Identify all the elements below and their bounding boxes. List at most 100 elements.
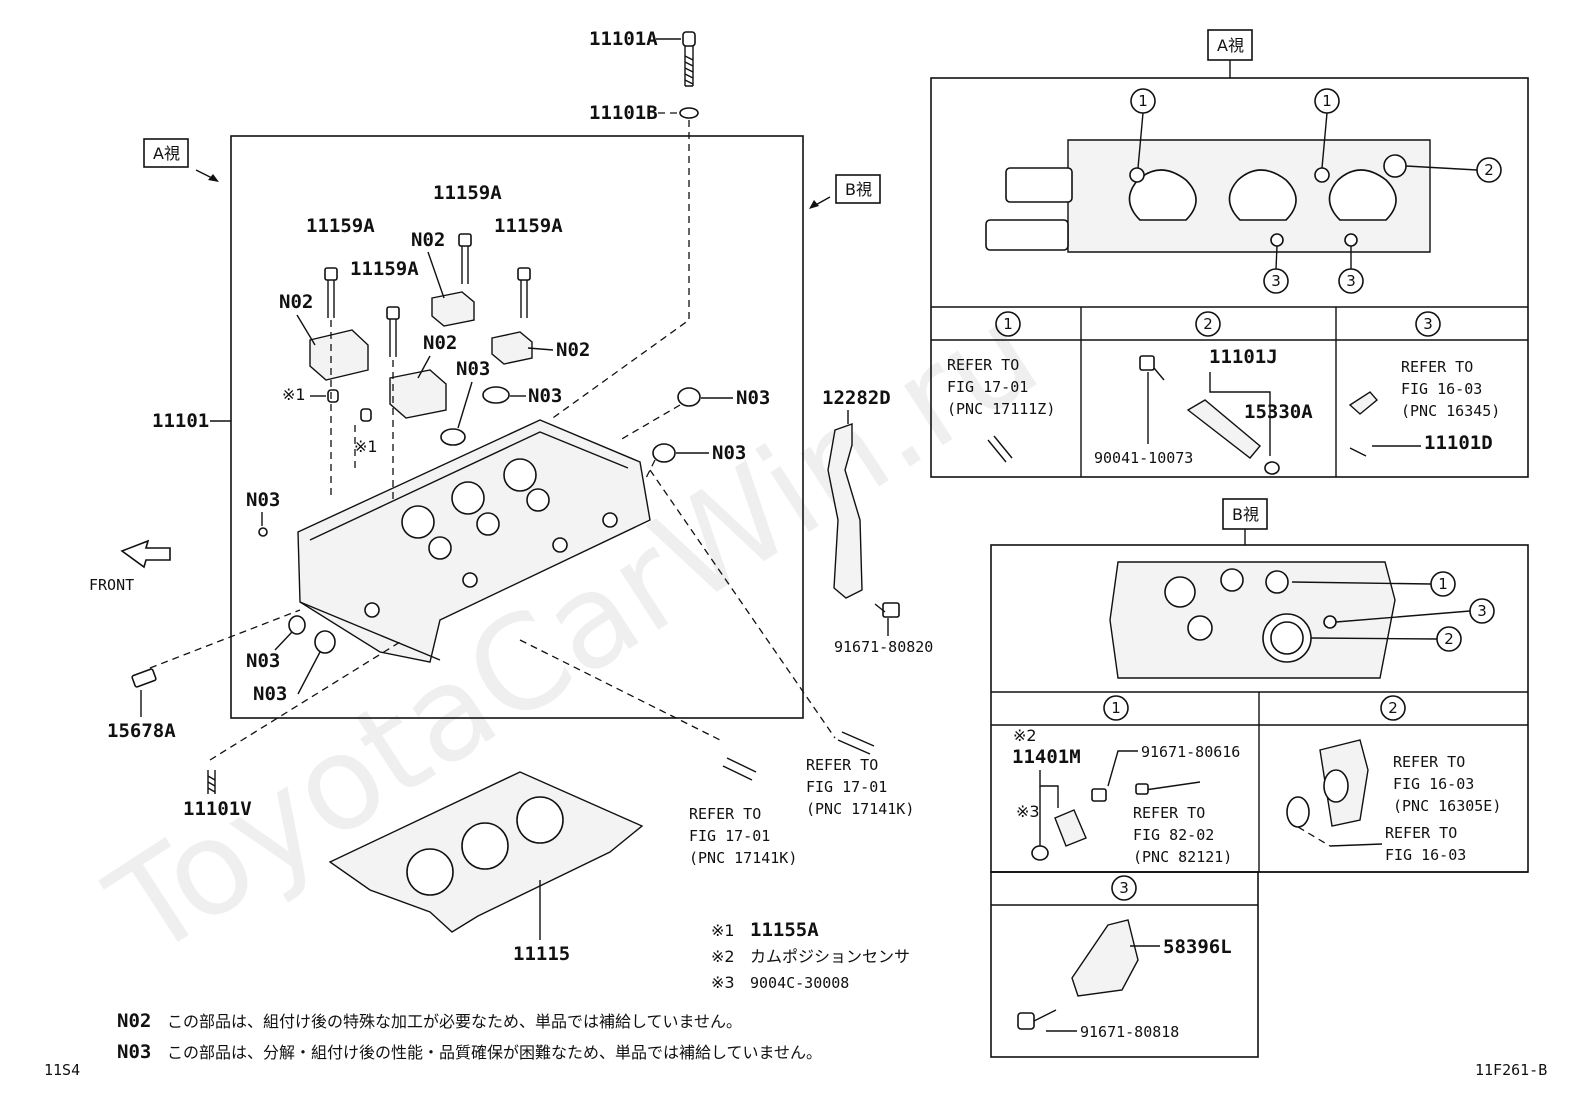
svg-text:9004C-30008: 9004C-30008 [750, 974, 849, 992]
part-11159A-1: 11159A [306, 215, 375, 237]
part-11401M: 11401M [1012, 746, 1081, 768]
n03-7: N03 [253, 683, 287, 705]
svg-text:FIG 16-03: FIG 16-03 [1385, 846, 1466, 864]
part-90041-10073: 90041-10073 [1094, 449, 1193, 467]
svg-text:(PNC 16305E): (PNC 16305E) [1393, 797, 1501, 815]
sensor-wire [1144, 781, 1201, 791]
svg-text:REFER TO: REFER TO [1133, 804, 1205, 822]
bracket-view-a-sub3 [1348, 391, 1379, 415]
svg-text:REFER TO: REFER TO [689, 805, 761, 823]
part-15330A: 15330A [1244, 401, 1313, 423]
svg-text:3: 3 [1271, 272, 1281, 290]
svg-text:1: 1 [1438, 575, 1448, 593]
plug-n03-3 [677, 387, 701, 407]
page-code-left: 11S4 [44, 1061, 80, 1079]
n03-5: N03 [246, 489, 280, 511]
view-b-sub1-num: 1 [1111, 699, 1121, 717]
svg-text:この部品は、組付け後の特殊な加工が必要なため、単品では補給し: この部品は、組付け後の特殊な加工が必要なため、単品では補給していません。 [167, 1012, 742, 1031]
svg-text:FIG 16-03: FIG 16-03 [1393, 775, 1474, 793]
part-12282D: 12282D [822, 387, 891, 409]
svg-text:REFER TO: REFER TO [806, 756, 878, 774]
view-b-sub2-refer-b: REFER TO FIG 16-03 [1385, 824, 1466, 864]
dowel-2 [360, 408, 372, 422]
svg-text:(PNC 16345): (PNC 16345) [1401, 402, 1500, 420]
cam-bolts [324, 233, 531, 357]
svg-text:FIG 16-03: FIG 16-03 [1401, 380, 1482, 398]
seal-n03-7 [314, 630, 336, 654]
part-11101D: 11101D [1424, 432, 1493, 454]
view-a-sub1-refer: REFER TO FIG 17-01 (PNC 17111Z) [947, 356, 1055, 418]
footnotes: ※1 11155A ※2 カムポジションセンサ ※3 9004C-30008 N… [117, 919, 910, 1063]
svg-text:REFER TO: REFER TO [1385, 824, 1457, 842]
n02-2: N02 [411, 229, 445, 251]
oil-control-valve-15330A [1186, 399, 1261, 459]
front-arrow-icon [120, 539, 171, 569]
seal-n03-6 [288, 615, 306, 635]
part-11101J: 11101J [1209, 346, 1278, 368]
svg-text:(PNC 82121): (PNC 82121) [1133, 848, 1232, 866]
n03-1: N03 [456, 358, 490, 380]
view-b-star2: ※2 [1013, 726, 1037, 745]
refer-text-b: REFER TO FIG 17-01 (PNC 17141K) [689, 805, 797, 867]
view-b-sub2-num: 2 [1388, 699, 1398, 717]
part-91671-80818: 91671-80818 [1080, 1023, 1179, 1041]
part-11101B: 11101B [589, 102, 658, 124]
svg-text:(PNC 17141K): (PNC 17141K) [689, 849, 797, 867]
n02-4: N02 [556, 339, 590, 361]
bracket-12282D [827, 423, 863, 599]
view-a-title: A視 [1217, 36, 1244, 55]
front-label: FRONT [89, 576, 134, 594]
view-a-sub3-refer: REFER TO FIG 16-03 (PNC 16345) [1401, 358, 1500, 420]
svg-text:REFER TO: REFER TO [1393, 753, 1465, 771]
part-11101A: 11101A [589, 28, 658, 50]
svg-text:FIG 17-01: FIG 17-01 [806, 778, 887, 796]
svg-text:1: 1 [1322, 92, 1332, 110]
svg-text:11155A: 11155A [750, 919, 819, 941]
view-b-title: B視 [1232, 505, 1259, 524]
bolt-15678A [131, 668, 157, 688]
part-91671-80616: 91671-80616 [1141, 743, 1240, 761]
stud-view-a-sub1 [987, 435, 1013, 463]
view-b-star3: ※3 [1016, 802, 1040, 821]
part-91671-80820: 91671-80820 [834, 638, 933, 656]
svg-text:カムポジションセンサ: カムポジションセンサ [750, 947, 910, 966]
cam-position-sensor-11401M [1054, 809, 1087, 847]
svg-text:FIG 17-01: FIG 17-01 [689, 827, 770, 845]
n03-6: N03 [246, 650, 280, 672]
part-11115: 11115 [513, 943, 570, 965]
part-58396L: 58396L [1163, 936, 1232, 958]
view-b-tag-box [835, 174, 881, 204]
stud-right-1 [837, 731, 875, 755]
view-b-sub3-num: 3 [1119, 879, 1129, 897]
cam-caps [309, 291, 533, 419]
svg-text:N02: N02 [117, 1010, 151, 1032]
cylinder-head-11101 [297, 419, 651, 663]
view-b-panel: B視 1 3 2 1 ※2 11401M ※3 91671-8 [990, 498, 1529, 1058]
view-a-panel: A視 1 1 2 3 3 1 REFER T [930, 29, 1529, 478]
stud-right-2 [722, 757, 757, 781]
svg-text:(PNC 17111Z): (PNC 17111Z) [947, 400, 1055, 418]
view-a-sub2-num: 2 [1203, 315, 1213, 333]
bracket-58396L [1071, 919, 1139, 997]
part-11101: 11101 [152, 410, 209, 432]
svg-text:FIG 82-02: FIG 82-02 [1133, 826, 1214, 844]
bolt-11101A-head [682, 31, 696, 47]
svg-text:3: 3 [1477, 602, 1487, 620]
svg-text:2: 2 [1484, 161, 1494, 179]
svg-text:REFER TO: REFER TO [947, 356, 1019, 374]
part-11101V: 11101V [183, 798, 252, 820]
star1-b: ※1 [354, 437, 378, 456]
page-code-right: 11F261-B [1475, 1061, 1547, 1079]
part-11159A-2: 11159A [433, 182, 502, 204]
n03-4: N03 [712, 442, 746, 464]
n03-3: N03 [736, 387, 770, 409]
refer-text-a: REFER TO FIG 17-01 (PNC 17141K) [806, 756, 914, 818]
view-a-sub3-num: 3 [1423, 315, 1433, 333]
main-assembly: A視 B視 FRONT 11101A 11101B 11159 [89, 28, 933, 965]
seal-n03-2 [482, 386, 510, 404]
view-a-sub1-num: 1 [1003, 315, 1013, 333]
view-b-sub1-refer: REFER TO FIG 82-02 (PNC 82121) [1133, 804, 1232, 866]
svg-text:この部品は、分解・組付け後の性能・品質確保が困難なため、単品: この部品は、分解・組付け後の性能・品質確保が困難なため、単品では補給していません… [167, 1043, 822, 1062]
svg-text:FIG 17-01: FIG 17-01 [947, 378, 1028, 396]
plug-n03-4 [652, 443, 676, 463]
